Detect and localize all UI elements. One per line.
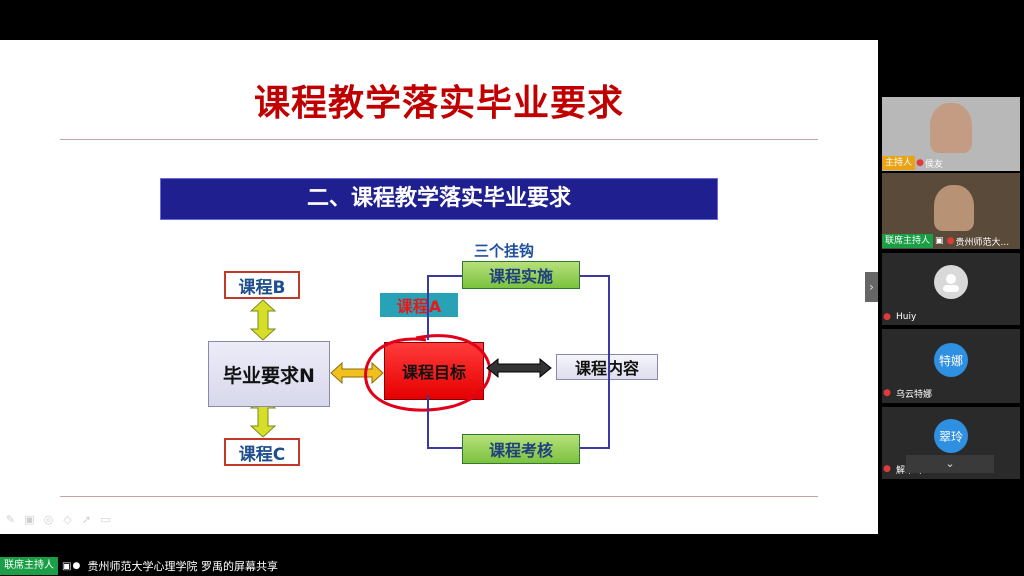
screen-icon[interactable]: ▣ bbox=[24, 513, 35, 526]
hook-connector-lines bbox=[427, 275, 610, 449]
share-status-bar: 联席主持人 ▣ ● 贵州师范大学心理学院 罗禹的屏幕共享 bbox=[0, 556, 1024, 576]
eraser-icon[interactable]: ◇ bbox=[63, 513, 72, 526]
participant-name-row: ● 乌云特娜 bbox=[882, 385, 1020, 401]
annotation-toolbar: ✎ ▣ ◎ ◇ ➚ ▭ bbox=[4, 513, 112, 526]
participant-name: 乌云特娜 bbox=[896, 389, 933, 400]
pen-icon[interactable]: ✎ bbox=[5, 513, 16, 526]
course-implementation-box: 课程实施 bbox=[462, 261, 580, 289]
three-hooks-label: 三个挂钩 bbox=[474, 242, 535, 260]
participant-name: 侯友 bbox=[925, 159, 944, 170]
course-goal-box: 课程目标 bbox=[384, 342, 484, 400]
participant-name-row: 联席主持人 ▣ ● 贵州师范大... bbox=[882, 233, 1020, 249]
user-icon bbox=[943, 274, 959, 292]
cohost-tag: 联席主持人 bbox=[0, 557, 58, 575]
arrow-b-to-n bbox=[249, 299, 277, 341]
share-screen-icon: ▣ bbox=[62, 560, 72, 572]
mic-muted-icon: ● bbox=[946, 236, 955, 246]
share-screen-icon: ▣ bbox=[935, 236, 944, 246]
mic-muted-icon: ● bbox=[883, 464, 891, 474]
course-assessment-box: 课程考核 bbox=[462, 434, 580, 464]
participant-tile[interactable]: ● Huiy bbox=[882, 253, 1020, 325]
mic-icon: ● bbox=[72, 561, 81, 571]
course-assessment-label: 课程考核 bbox=[488, 441, 553, 460]
course-b-box: 课程B bbox=[224, 271, 300, 299]
video-feed bbox=[934, 185, 974, 231]
participant-name-row: 主持人 ● 侯友 bbox=[882, 155, 1020, 171]
video-feed bbox=[930, 103, 972, 153]
avatar: 翠玲 bbox=[934, 419, 968, 453]
mic-muted-icon: ● bbox=[916, 158, 924, 168]
footer-divider bbox=[60, 496, 818, 497]
avatar-text: 翠玲 bbox=[938, 429, 963, 444]
slide-title: 课程教学落实毕业要求 bbox=[253, 83, 624, 124]
share-status-text: 贵州师范大学心理学院 罗禹的屏幕共享 bbox=[87, 560, 278, 573]
participant-tile[interactable]: 特娜 ● 乌云特娜 bbox=[882, 329, 1020, 403]
avatar-text: 特娜 bbox=[938, 353, 963, 368]
pen-annotation bbox=[364, 334, 492, 412]
mic-muted-icon: ● bbox=[883, 388, 891, 398]
title-divider bbox=[60, 139, 818, 140]
participant-tile-host[interactable]: 主持人 ● 侯友 bbox=[882, 97, 1020, 171]
course-b-label: 课程B bbox=[238, 277, 286, 298]
course-c-label: 课程C bbox=[238, 444, 286, 465]
section-banner: 二、课程教学落实毕业要求 bbox=[160, 178, 718, 220]
chevron-right-icon[interactable]: › bbox=[865, 272, 878, 302]
participant-name-row: ● Huiy bbox=[882, 309, 1020, 325]
arrow-n-to-c bbox=[249, 396, 277, 438]
grad-requirement-box: 毕业要求N bbox=[208, 341, 330, 407]
course-content-label: 课程内容 bbox=[574, 359, 639, 378]
avatar bbox=[934, 265, 968, 299]
chevron-down-icon[interactable]: ⌄ bbox=[906, 455, 994, 473]
course-content-box: 课程内容 bbox=[556, 354, 658, 380]
participant-tile-cohost[interactable]: 联席主持人 ▣ ● 贵州师范大... bbox=[882, 173, 1020, 249]
mic-muted-icon: ● bbox=[883, 312, 891, 322]
course-c-box: 课程C bbox=[224, 438, 300, 466]
palette-icon[interactable]: ◎ bbox=[43, 513, 54, 526]
role-badge: 联席主持人 bbox=[882, 234, 934, 248]
arrow-goal-to-content bbox=[486, 357, 552, 379]
arrow-n-to-goal bbox=[330, 361, 384, 385]
participant-name: Huiy bbox=[896, 312, 917, 322]
course-a-label: 课程A bbox=[396, 297, 442, 316]
course-implementation-label: 课程实施 bbox=[488, 267, 553, 286]
pointer-icon[interactable]: ➚ bbox=[81, 513, 92, 526]
shared-slide: 课程教学落实毕业要求 二、课程教学落实毕业要求 课程B 课程C 毕业要求N 课程… bbox=[0, 40, 878, 534]
course-goal-label: 课程目标 bbox=[401, 363, 466, 382]
participant-tile[interactable]: 翠玲 ● 解翠玲 ⌄ bbox=[882, 407, 1020, 479]
role-badge: 主持人 bbox=[882, 156, 916, 170]
grad-requirement-label: 毕业要求N bbox=[223, 364, 315, 387]
camera-icon[interactable]: ▭ bbox=[100, 513, 111, 526]
course-a-tag: 课程A bbox=[380, 293, 458, 317]
avatar: 特娜 bbox=[934, 343, 968, 377]
participant-name: 贵州师范大... bbox=[955, 237, 1010, 248]
